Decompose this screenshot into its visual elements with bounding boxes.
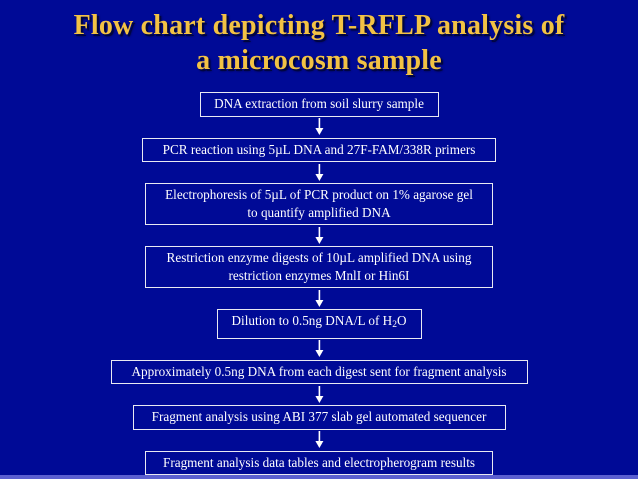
flow-row-3: Electrophoresis of 5µL of PCR product on… <box>0 183 638 225</box>
arrow-down-icon-3 <box>0 225 638 246</box>
arrow-down-icon-6 <box>0 384 638 405</box>
flow-node-pcr-reaction[interactable]: PCR reaction using 5µL DNA and 27F-FAM/3… <box>142 137 496 162</box>
flow-row-7: Fragment analysis using ABI 377 slab gel… <box>0 405 638 430</box>
page-title: Flow chart depicting T-RFLP analysis of … <box>73 10 565 76</box>
flow-node-dilution-text-b: O <box>396 313 407 328</box>
flow-row-8: Fragment analysis data tables and electr… <box>0 450 638 475</box>
flow-row-2: PCR reaction using 5µL DNA and 27F-FAM/3… <box>0 137 638 162</box>
arrow-down-icon-2 <box>0 162 638 183</box>
flow-node-dna-extraction[interactable]: DNA extraction from soil slurry sample <box>199 92 439 117</box>
arrow-down-icon-1 <box>0 117 638 138</box>
flowchart: DNA extraction from soil slurry sample P… <box>0 92 638 475</box>
flow-row-5: Dilution to 0.5ng DNA/L of H2O <box>0 309 638 339</box>
flow-node-dilution-text-a: Dilution to 0.5ng DNA/L of H <box>231 313 393 328</box>
bottom-accent-band <box>0 475 638 479</box>
arrow-down-icon-4 <box>0 288 638 309</box>
flow-row-4: Restriction enzyme digests of 10µL ampli… <box>0 246 638 288</box>
flow-node-abi-sequencer[interactable]: Fragment analysis using ABI 377 slab gel… <box>132 405 506 430</box>
arrow-down-icon-5 <box>0 339 638 360</box>
flow-node-dilution[interactable]: Dilution to 0.5ng DNA/L of H2O <box>216 309 422 339</box>
flow-node-dilution-subscript: 2 <box>392 320 397 330</box>
arrow-down-icon-7 <box>0 430 638 451</box>
flow-node-restriction-digest[interactable]: Restriction enzyme digests of 10µL ampli… <box>145 246 493 288</box>
flow-row-1: DNA extraction from soil slurry sample <box>0 92 638 117</box>
flow-node-electrophoresis[interactable]: Electrophoresis of 5µL of PCR product on… <box>145 183 493 225</box>
flow-node-results[interactable]: Fragment analysis data tables and electr… <box>145 450 493 475</box>
flow-row-6: Approximately 0.5ng DNA from each digest… <box>0 359 638 384</box>
flow-node-dna-sent-for-fragment-analysis[interactable]: Approximately 0.5ng DNA from each digest… <box>110 359 528 384</box>
